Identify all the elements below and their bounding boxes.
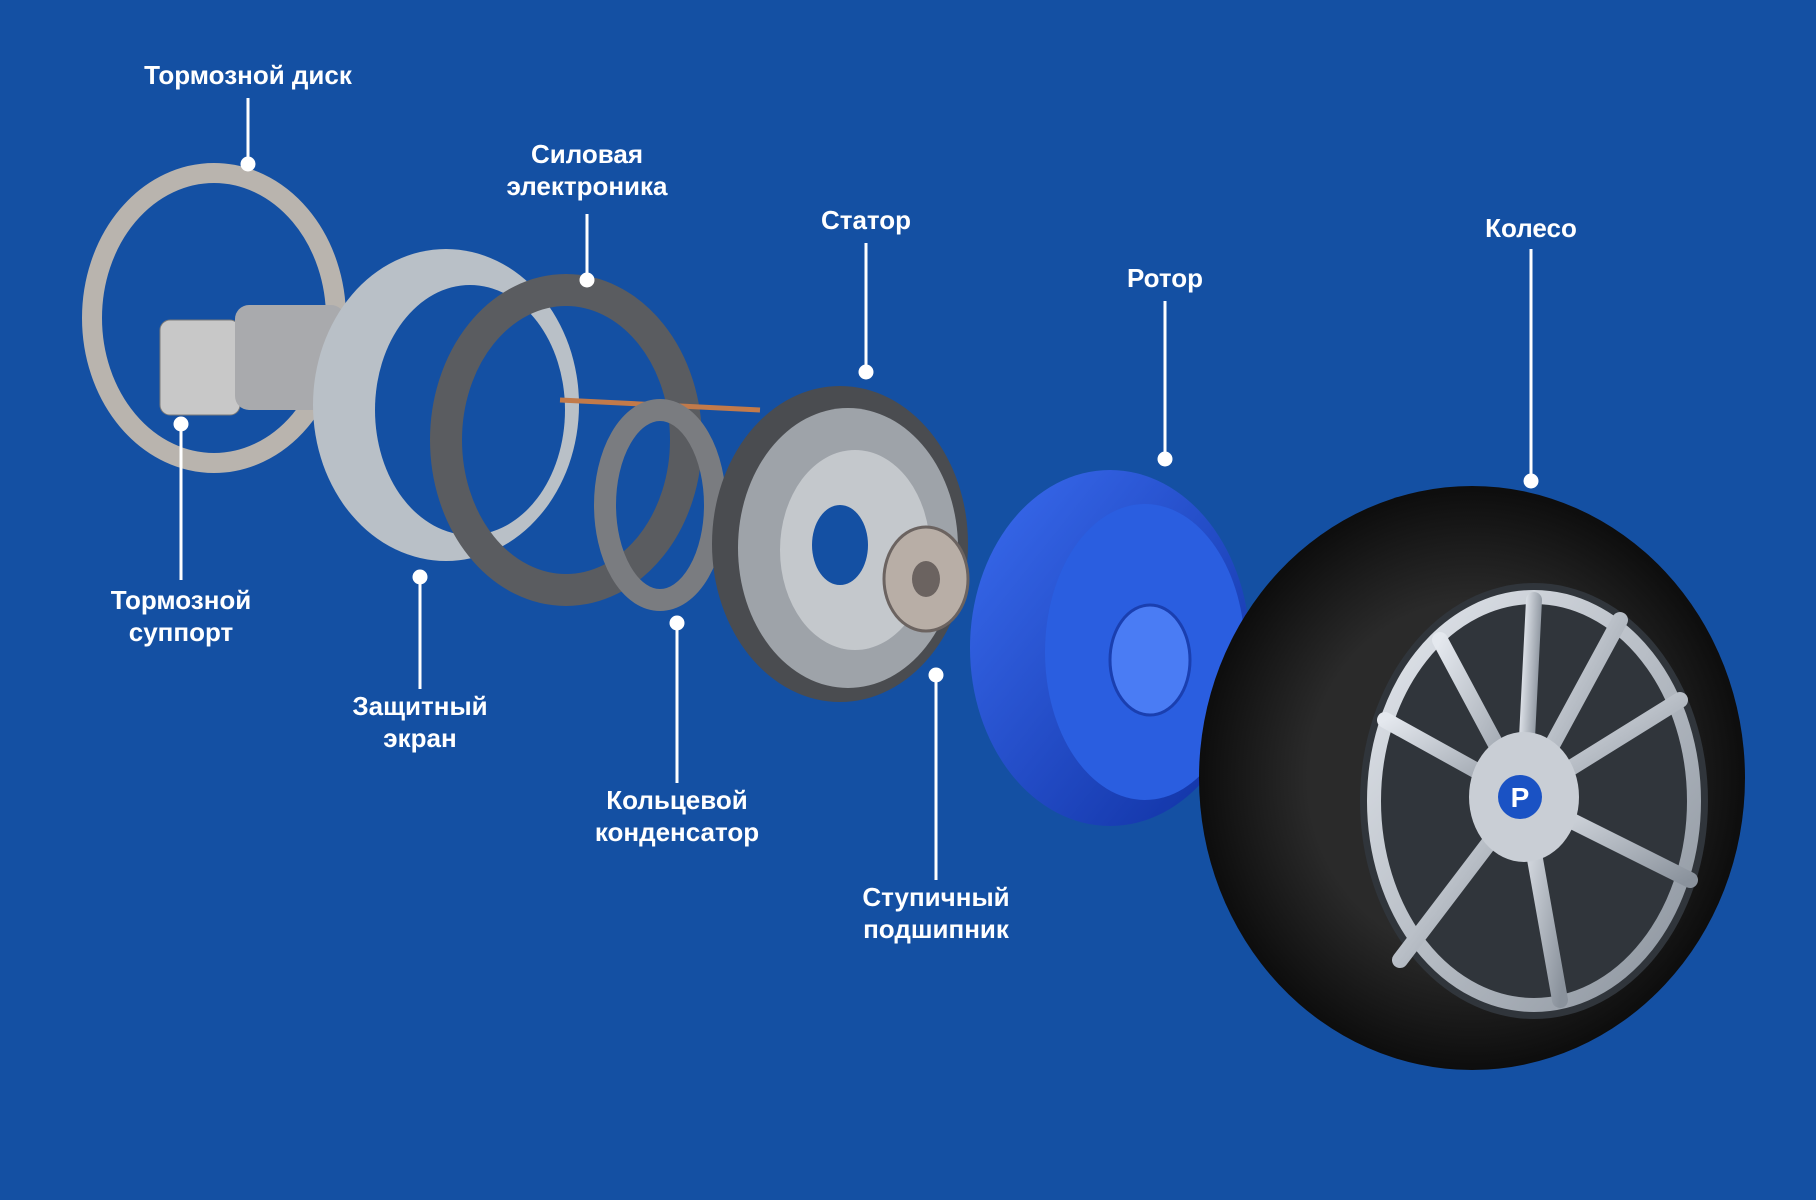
label-text: Ротор — [1126, 263, 1204, 293]
power-electronics — [430, 274, 702, 606]
label-brake-disc: Тормозной диск — [144, 59, 352, 91]
label-text: Кольцевой — [606, 785, 748, 815]
brand-logo-letter: P — [1511, 782, 1530, 813]
hub-bearing — [882, 525, 970, 633]
label-text: Колесо — [1485, 213, 1577, 243]
wheel: P — [1199, 486, 1745, 1070]
leader-lines — [173, 98, 1539, 880]
label-text: экран — [383, 723, 457, 753]
label-text: подшипник — [863, 914, 1009, 944]
label-text: Тормозной диск — [144, 60, 352, 90]
label-text: электроника — [506, 171, 668, 201]
brand-logo — [1498, 775, 1542, 819]
label-text: Статор — [820, 205, 912, 235]
label-text: суппорт — [128, 617, 234, 647]
label-text: Силовая — [530, 139, 644, 169]
label-text: Ступичный — [862, 882, 1010, 912]
label-text: Тормозной — [110, 585, 252, 615]
label-stator: Статор — [821, 204, 911, 236]
label-rotor: Ротор — [1127, 262, 1203, 294]
ring-capacitor — [559, 397, 761, 611]
label-text: конденсатор — [594, 817, 760, 847]
rotor — [970, 470, 1250, 826]
label-text: Защитный — [352, 691, 488, 721]
label-wheel: Колесо — [1485, 212, 1577, 244]
